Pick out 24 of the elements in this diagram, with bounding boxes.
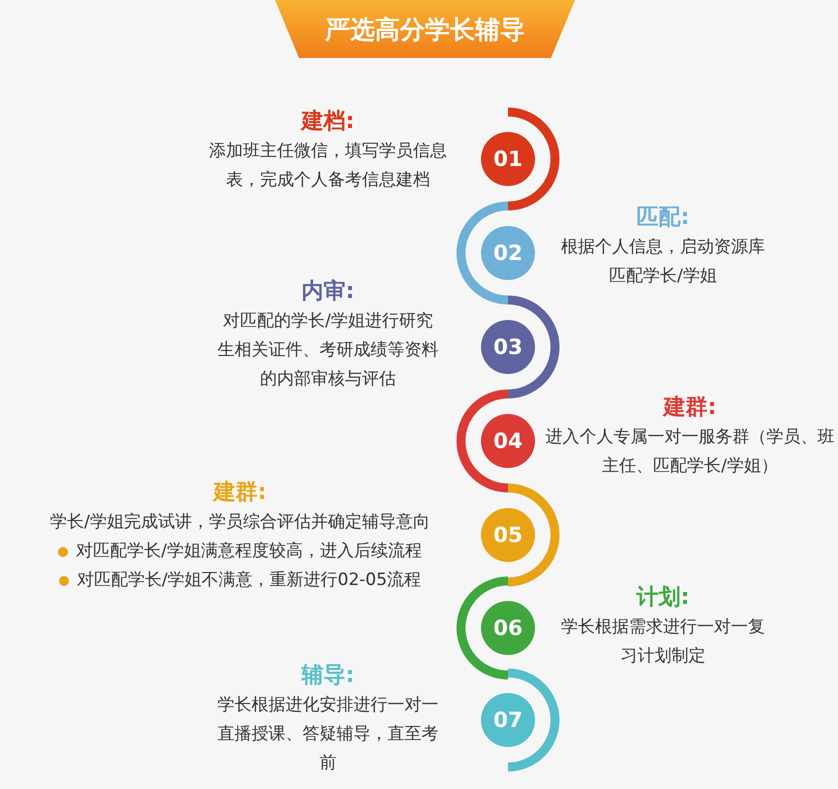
step-heading: 建群: <box>211 479 268 507</box>
step-description: 学长/学姐完成试讲，学员综合评估并确定辅导意向 <box>49 511 431 534</box>
step-heading: 计划: <box>635 584 690 612</box>
step-heading: 匹配: <box>636 204 690 232</box>
step-description: 对匹配的学长/学姐进行研究生相关证件、考研成绩等资料的内部审核与评估 <box>217 310 439 391</box>
step-heading: 内审: <box>300 278 356 306</box>
step-description: 学长根据需求进行一对一复习计划制定 <box>560 616 766 668</box>
step-circle: 07 <box>481 693 535 747</box>
step-circle: 04 <box>481 414 535 468</box>
bullet-item: 对匹配学长/学姐不满意，重新进行02-05流程 <box>58 566 422 595</box>
step-description: 学长根据进化安排进行一对一直播授课、答疑辅导，直至考前 <box>216 694 440 775</box>
step-circle: 03 <box>481 320 535 374</box>
step-description: 进入个人专属一对一服务群（学员、班主任、匹配学长/学姐） <box>545 426 835 478</box>
step-circle: 06 <box>481 601 535 655</box>
step-heading: 建档: <box>299 108 356 136</box>
step-circle: 01 <box>481 132 535 186</box>
step-heading: 辅导: <box>300 662 356 690</box>
step-description: 根据个人信息，启动资源库匹配学长/学姐 <box>560 236 766 288</box>
step-heading: 建群: <box>661 394 718 422</box>
bullet-item: 对匹配学长/学姐满意程度较高，进入后续流程 <box>58 537 422 566</box>
step-circle: 02 <box>481 226 535 280</box>
title-banner: 严选高分学长辅导 <box>275 0 575 58</box>
step-description: 添加班主任微信，填写学员信息表，完成个人备考信息建档 <box>208 140 448 192</box>
step-circle: 05 <box>481 508 535 562</box>
